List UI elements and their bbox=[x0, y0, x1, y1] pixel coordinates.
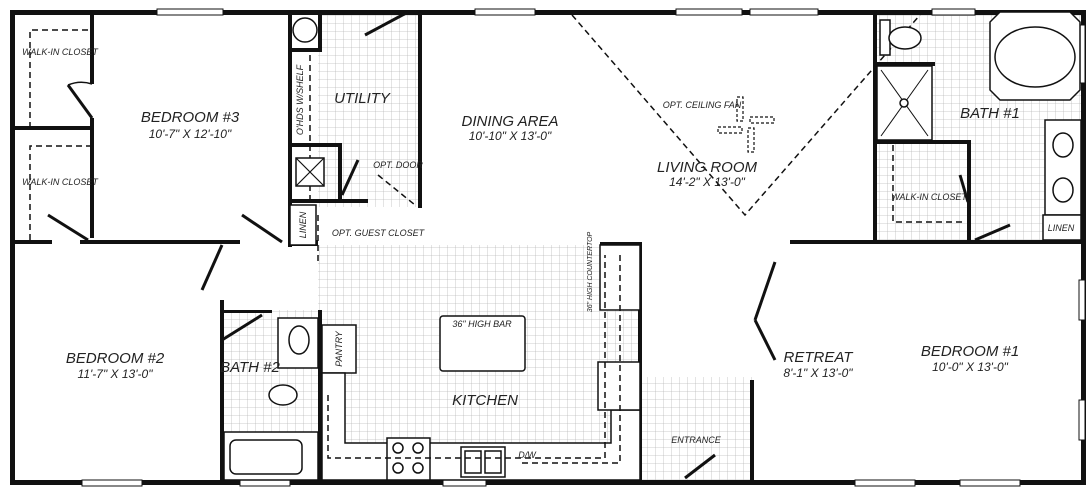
closet-label: WALK-IN CLOSET bbox=[22, 177, 99, 187]
pantry-label: PANTRY bbox=[334, 330, 344, 367]
kitchen-label: KITCHEN bbox=[452, 392, 518, 409]
windows bbox=[81, 8, 1086, 487]
shelf-label: O'HDS W/SHELF bbox=[295, 64, 305, 135]
closet-label: WALK-IN CLOSET bbox=[22, 47, 99, 57]
bedroom1-label: BEDROOM #1 bbox=[921, 343, 1019, 360]
linen-cabinet bbox=[1042, 214, 1082, 241]
linen-closet bbox=[289, 204, 317, 246]
bedroom2-size: 11'-7" X 13'-0" bbox=[78, 367, 154, 381]
opt-door-label: OPT. DOOR bbox=[373, 160, 423, 170]
closet-label: WALK-IN CLOSET bbox=[891, 192, 968, 202]
pantry bbox=[321, 324, 357, 374]
tub-basin bbox=[994, 26, 1076, 88]
sink-icon bbox=[1052, 132, 1074, 158]
retreat-size: 8'-1" X 13'-0" bbox=[783, 366, 853, 380]
bedroom1-size: 10'-0" X 13'-0" bbox=[932, 360, 1009, 374]
water-heater-icon bbox=[292, 17, 318, 43]
ceiling-fan-icon bbox=[717, 96, 775, 153]
utility-label: UTILITY bbox=[334, 90, 391, 107]
upper-cabinets bbox=[327, 255, 621, 464]
utility-floor bbox=[318, 12, 420, 207]
bath2-label: BATH #2 bbox=[220, 359, 280, 376]
bathtub-basin bbox=[229, 439, 303, 475]
entrance-floor bbox=[640, 377, 752, 483]
dining-size: 10'-10" X 13'-0" bbox=[469, 129, 552, 143]
living-size: 14'-2" X 13'-0" bbox=[669, 175, 746, 189]
sink-icon bbox=[288, 325, 310, 355]
kitchen-bar bbox=[439, 315, 526, 372]
sink-icon bbox=[1052, 177, 1074, 203]
dining-label: DINING AREA bbox=[462, 113, 559, 130]
linen-label: LINEN bbox=[1048, 223, 1075, 233]
living-label: LIVING ROOM bbox=[657, 159, 758, 176]
countertop-label: 36" HIGH COUNTERTOP bbox=[587, 231, 594, 312]
doors bbox=[47, 10, 1011, 480]
exterior-walls bbox=[10, 10, 1086, 485]
toilet-icon bbox=[888, 26, 922, 50]
dishwasher-label: D/W bbox=[518, 450, 537, 460]
living-zone-outline bbox=[571, 14, 921, 217]
bath1-label: BATH #1 bbox=[960, 105, 1020, 122]
retreat-label: RETREAT bbox=[784, 349, 855, 366]
furnace-cross-icon bbox=[295, 157, 325, 187]
linen-label: LINEN bbox=[298, 211, 308, 238]
sink-icon bbox=[460, 446, 506, 478]
bedroom3-size: 10'-7" X 12'-10" bbox=[149, 127, 232, 141]
bar-label: 36" HIGH BAR bbox=[452, 319, 512, 329]
entrance-label: ENTRANCE bbox=[671, 435, 722, 445]
toilet-icon bbox=[268, 384, 298, 406]
fan-label: OPT. CEILING FAN bbox=[663, 100, 742, 110]
shower-drain bbox=[899, 98, 909, 108]
bedroom3-label: BEDROOM #3 bbox=[141, 109, 240, 126]
guest-closet-label: OPT. GUEST CLOSET bbox=[332, 228, 426, 238]
bedroom2-label: BEDROOM #2 bbox=[66, 350, 165, 367]
range-icon bbox=[386, 437, 431, 481]
